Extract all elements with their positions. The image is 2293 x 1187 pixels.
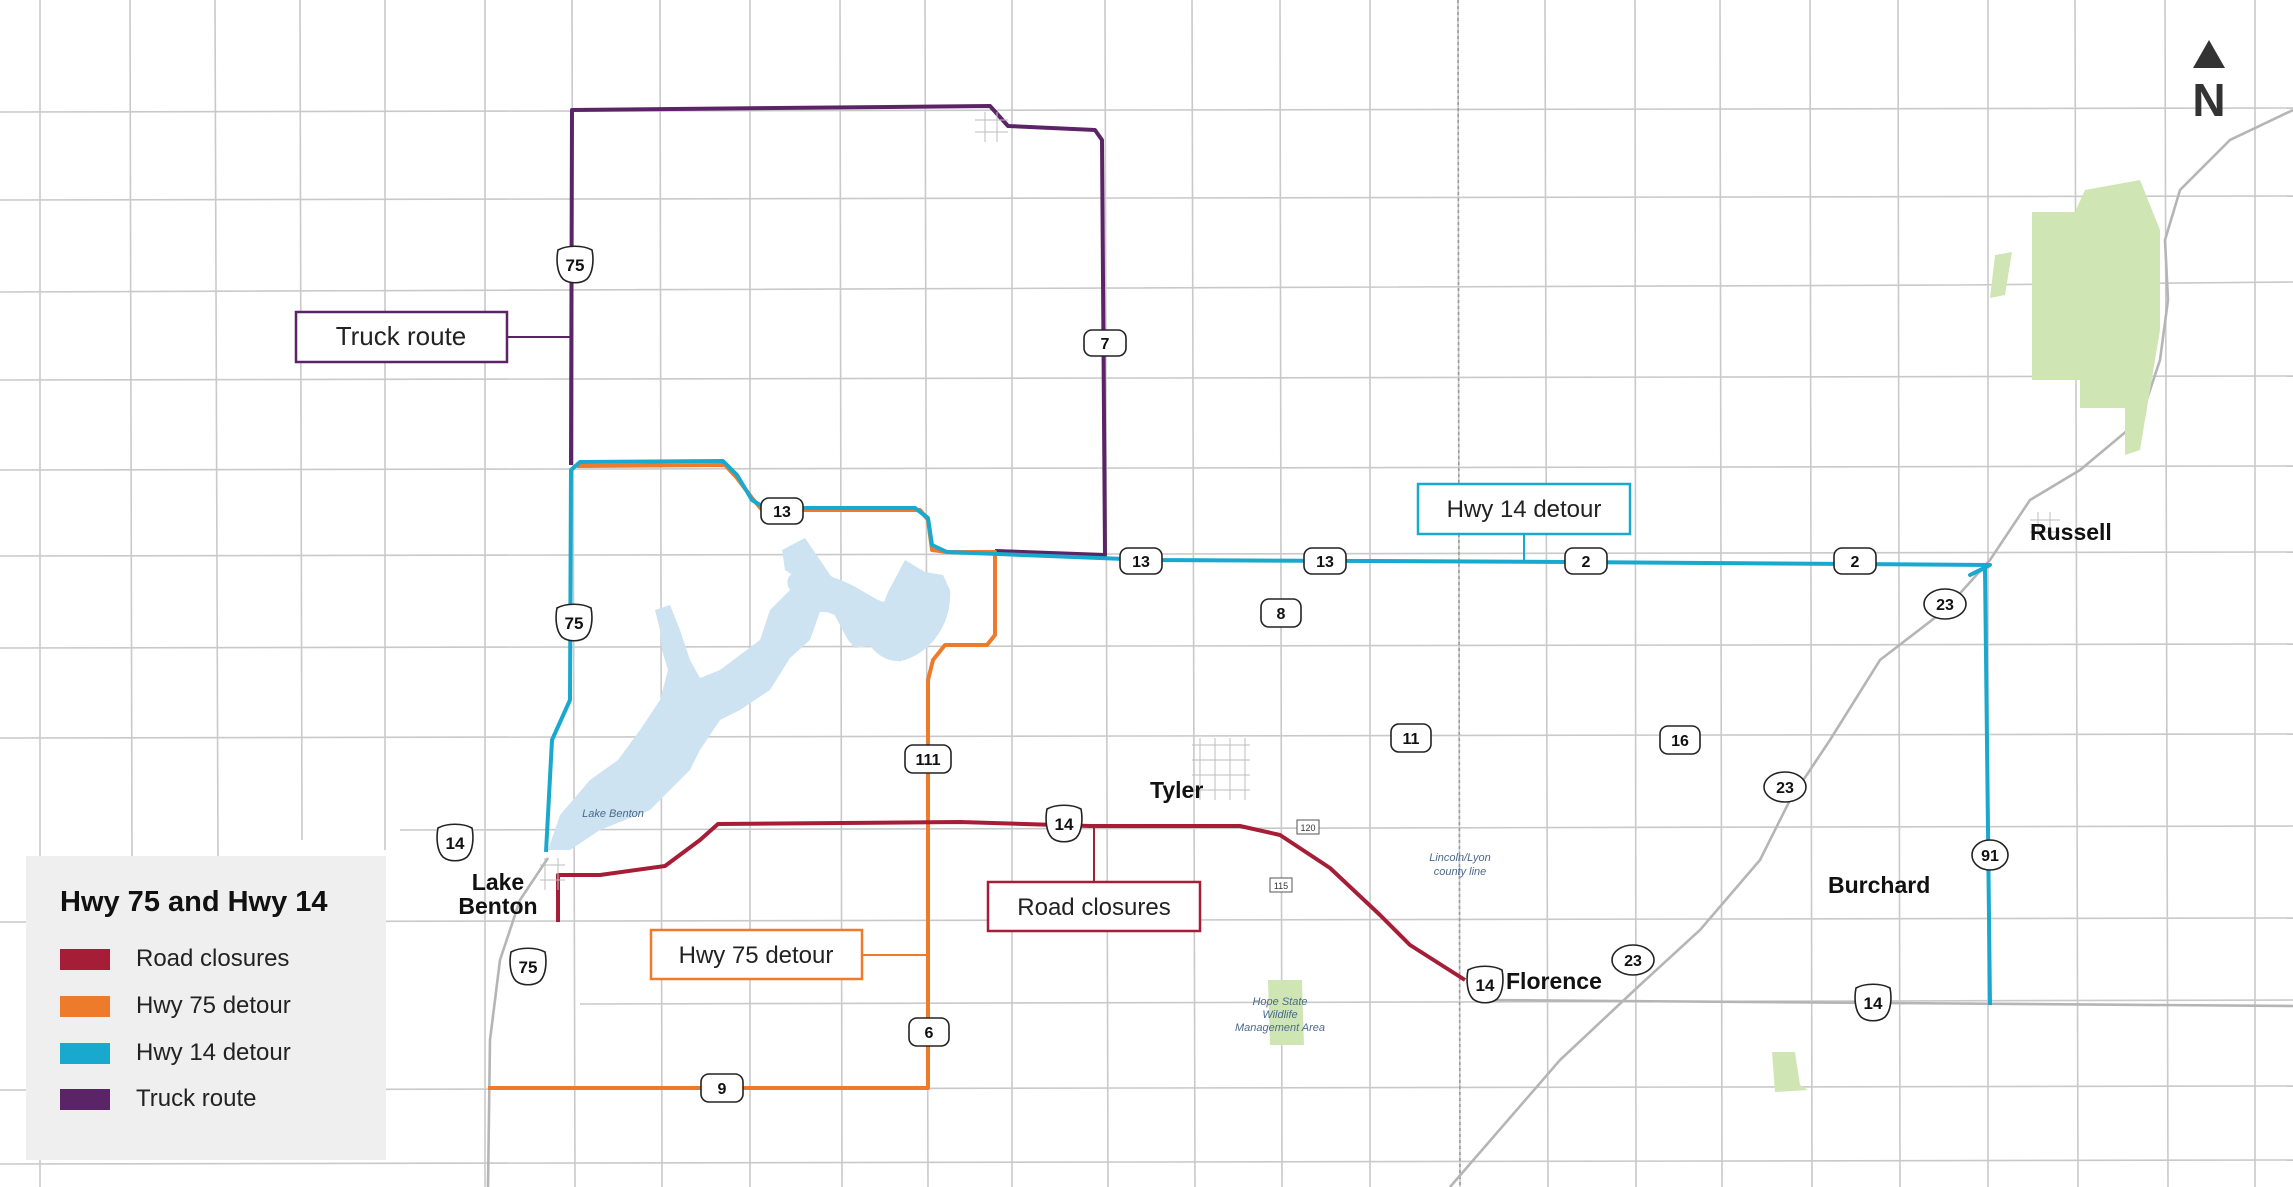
svg-text:120: 120 [1300, 823, 1315, 833]
svg-text:14: 14 [1476, 976, 1495, 995]
map-legend: Hwy 75 and Hwy 14 Road closures Hwy 75 d… [26, 856, 386, 1160]
svg-text:7: 7 [1101, 336, 1110, 353]
legend-label: Truck route [136, 1085, 257, 1112]
legend-label: Road closures [136, 945, 290, 972]
svg-text:N: N [2192, 74, 2225, 126]
legend-swatch [60, 948, 110, 970]
road-closures-line [556, 820, 1467, 982]
svg-text:8: 8 [1277, 606, 1286, 623]
legend-label: Hwy 14 detour [136, 1039, 291, 1066]
truck-route-line [569, 104, 1107, 557]
us-75-shield-north: 75 [556, 245, 594, 284]
svg-text:Hwy 75 detour: Hwy 75 detour [679, 942, 834, 969]
svg-text:75: 75 [519, 958, 538, 977]
hwy75-detour-line [488, 463, 997, 1090]
route-13-shield-b: 13 [1119, 547, 1163, 575]
route-115-marker: 115 [1269, 877, 1293, 893]
svg-text:14: 14 [446, 834, 465, 853]
hwy14-detour-line [544, 459, 1992, 1006]
park-areas [1268, 180, 2160, 1092]
svg-text:13: 13 [1316, 554, 1334, 571]
route-9-shield: 9 [700, 1073, 744, 1103]
svg-text:13: 13 [1132, 554, 1150, 571]
truck-route-callout: Truck route [294, 310, 509, 364]
svg-text:75: 75 [565, 614, 584, 633]
legend-item-road-closures: Road closures [60, 942, 289, 976]
svg-text:14: 14 [1864, 994, 1883, 1013]
svg-text:6: 6 [925, 1025, 934, 1042]
svg-text:91: 91 [1981, 848, 1999, 865]
route-111-shield: 111 [904, 744, 952, 774]
svg-text:111: 111 [916, 752, 941, 769]
svg-text:115: 115 [1274, 881, 1288, 891]
route-2-shield-b: 2 [1833, 547, 1877, 575]
route-2-shield-a: 2 [1564, 547, 1608, 575]
lake-benton [548, 538, 950, 850]
route-23-shield-a: 23 [1923, 588, 1967, 620]
route-13-shield-a: 13 [760, 497, 804, 525]
svg-text:23: 23 [1776, 780, 1794, 797]
legend-item-hwy75-detour: Hwy 75 detour [60, 989, 291, 1023]
us-75-shield-mid: 75 [555, 603, 593, 642]
svg-text:13: 13 [773, 504, 791, 521]
road-closures-callout: Road closures [986, 880, 1202, 933]
legend-label: Hwy 75 detour [136, 992, 291, 1019]
wma-label-3: Management Area [1235, 1022, 1325, 1034]
wma-label-1: Hope State [1252, 996, 1307, 1008]
legend-item-hwy14-detour: Hwy 14 detour [60, 1036, 291, 1070]
route-11-shield: 11 [1390, 723, 1432, 753]
svg-text:2: 2 [1582, 554, 1591, 571]
place-lake-benton-line2: Benton [458, 893, 537, 919]
place-florence: Florence [1506, 968, 1602, 994]
county-line-label-2: county line [1434, 866, 1487, 878]
svg-text:Truck route: Truck route [336, 321, 467, 351]
svg-text:Road closures: Road closures [1017, 894, 1170, 921]
lake-lobe [787, 569, 951, 661]
route-6-shield: 6 [908, 1017, 950, 1047]
svg-text:9: 9 [718, 1081, 727, 1098]
route-16-shield: 16 [1659, 725, 1701, 755]
place-burchard: Burchard [1828, 872, 1930, 898]
place-russell: Russell [2030, 519, 2112, 545]
route-7-shield: 7 [1083, 329, 1127, 357]
us-14-shield-west: 14 [436, 823, 474, 862]
svg-text:75: 75 [566, 256, 585, 275]
svg-text:11: 11 [1403, 731, 1420, 748]
legend-item-truck-route: Truck route [60, 1082, 256, 1116]
place-tyler: Tyler [1150, 777, 1203, 803]
hwy75-detour-callout: Hwy 75 detour [649, 928, 864, 981]
route-23-shield-c: 23 [1611, 944, 1655, 976]
us-75-shield-south: 75 [509, 947, 547, 986]
north-arrow-icon: N [2192, 40, 2226, 126]
place-lake-benton-line1: Lake [472, 869, 524, 895]
legend-swatch [60, 1088, 110, 1110]
legend-title: Hwy 75 and Hwy 14 [60, 886, 328, 918]
us-14-shield-east: 14 [1854, 983, 1892, 1022]
us-14-shield-florence: 14 [1466, 965, 1504, 1004]
lake-name-label: Lake Benton [582, 808, 644, 820]
route-120-marker: 120 [1296, 819, 1320, 835]
svg-text:16: 16 [1671, 733, 1689, 750]
town-grids [540, 112, 2060, 890]
wma-label-2: Wildlife [1262, 1009, 1297, 1021]
svg-text:2: 2 [1851, 554, 1860, 571]
legend-swatch [60, 1042, 110, 1064]
svg-text:Hwy 14 detour: Hwy 14 detour [1447, 496, 1602, 523]
legend-swatch [60, 995, 110, 1017]
svg-text:14: 14 [1055, 815, 1074, 834]
svg-text:23: 23 [1936, 597, 1954, 614]
hwy14-detour-callout: Hwy 14 detour [1416, 482, 1632, 536]
county-line-label-1: Lincoln/Lyon [1429, 852, 1491, 864]
route-13-shield-c: 13 [1303, 547, 1347, 575]
us-14-shield-tyler: 14 [1045, 804, 1083, 843]
route-91-shield: 91 [1971, 839, 2009, 871]
svg-text:23: 23 [1624, 953, 1642, 970]
route-8-shield: 8 [1260, 598, 1302, 628]
route-23-shield-b: 23 [1763, 771, 1807, 803]
